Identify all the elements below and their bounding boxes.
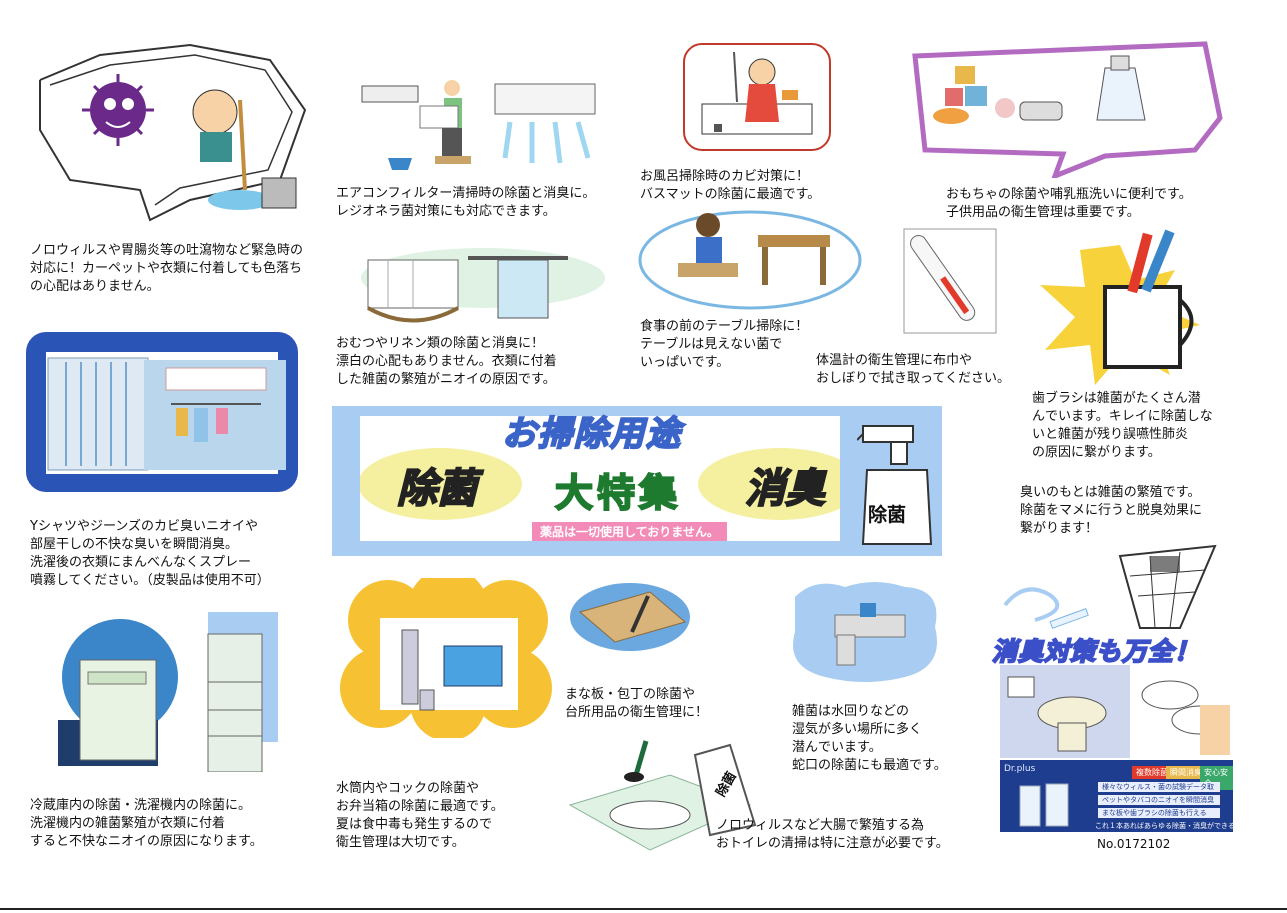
banner-title: お掃除用途 (501, 413, 682, 455)
product-tag-2: 瞬間消臭 (1166, 766, 1206, 779)
bath-illustration (682, 42, 832, 152)
caption-toothbrush: 歯ブラシは雑菌がたくさん潜 んでいます。キレイに除菌しな いと雑菌が残り誤嚥性肺… (1032, 391, 1213, 460)
caption-bottle: 水筒内やコックの除菌や お弁当箱の除菌に最適です。 夏は食中毒も発生するので 衛… (336, 781, 504, 850)
product-bottles-icon (1019, 783, 1069, 827)
banner-notice: 薬品は一切使用しておりません。 (532, 522, 727, 541)
caption-toys: おもちゃの除菌や哺乳瓶洗いに便利です。 子供用品の衛生管理は重要です。 (946, 187, 1192, 220)
caption-shirt: Yシャツやジーンズのカビ臭いニオイや 部屋干しの不快な臭いを瞬間消臭。 洗濯後の… (30, 519, 270, 588)
caption-odor: 臭いのもとは雑菌の繁殖です。 除菌をマメに行うと脱臭効果に 繋がります！ (1020, 485, 1203, 536)
shirt-laundry-illustration (26, 332, 298, 492)
banner-left-word: 除菌 (396, 465, 478, 513)
aircon-illustration (360, 78, 600, 178)
thermometer-illustration (900, 225, 1000, 340)
catalog-number: No.0172102 (1097, 837, 1171, 851)
table-wipe-illustration (638, 205, 863, 310)
toilet-shoes-illustration (1000, 665, 1237, 758)
product-bottom-text: これ１本あればあらゆる除菌・消臭ができる (1095, 822, 1235, 830)
product-feature-2: ペットやタバコのニオイを瞬間消臭 (1098, 795, 1220, 805)
caption-thermometer: 体温計の衛生管理に布巾や おしぼりで拭き取ってください。 (816, 353, 1010, 386)
caption-norovirus: ノロウィルスや胃腸炎等の吐瀉物など緊急時の 対応に！カーペットや衣類に付着しても… (30, 243, 304, 294)
product-brand: Dr.plus (1004, 764, 1036, 774)
caption-fridge: 冷蔵庫内の除菌・洗濯機内の除菌に。 洗濯機内の雑菌繁殖が衣類に付着 すると不快な… (30, 798, 263, 849)
toothbrush-illustration (1035, 225, 1205, 390)
fridge-washer-illustration (48, 612, 280, 772)
center-banner: 除菌 大特集 消臭 薬品は一切使用しておりません。 お掃除用途 除菌 (332, 406, 942, 556)
toys-illustration (905, 38, 1225, 178)
product-advertisement: Dr.plus 複数除菌 瞬間消臭 安心安全 様々なウィルス・菌の試験データ取得… (1000, 760, 1235, 832)
banner-right-word: 消臭 (744, 465, 826, 513)
caption-table: 食事の前のテーブル掃除に！ テーブルは見えない菌で いっぱいです。 (640, 319, 809, 370)
cutting-board-illustration (570, 572, 690, 652)
trash-basket-illustration (1110, 536, 1225, 631)
bottle-lunchbox-illustration (340, 578, 555, 738)
caption-diaper: おむつやリネン類の除菌と消臭に！ 漂白の心配もありません。衣類に付着 した雑菌の… (336, 336, 557, 387)
deodorize-slogan: 消臭対策も万全！ (991, 636, 1201, 667)
bottom-divider (0, 908, 1287, 910)
banner-ovals (360, 448, 840, 520)
banner-center-word: 大特集 (554, 470, 682, 516)
product-feature-3: まな板や歯ブラシの除菌も行える (1098, 808, 1220, 818)
caption-bath: お風呂掃除時のカビ対策に！ バスマットの除菌に最適です。 (640, 169, 821, 202)
diaper-linen-illustration (358, 238, 608, 333)
caption-toilet: ノロウィルスなど大腸で繁殖する為 おトイレの清掃は特に注意が必要です。 (716, 818, 949, 851)
spray-bottle-icon (857, 425, 933, 545)
caption-aircon: エアコンフィルター清掃時の除菌と消臭に。 レジオネラ菌対策にも対応できます。 (336, 186, 596, 219)
caption-cutting-board: まな板・包丁の除菌や 台所用品の衛生管理に！ (565, 687, 709, 720)
faucet-illustration (785, 577, 947, 687)
smoke-cigarette-illustration (995, 575, 1090, 635)
toilet-cleaning-illustration (560, 735, 760, 855)
caption-faucet: 雑菌は水回りなどの 湿気が多い場所に多く 潜んでいます。 蛇口の除菌にも最適です… (792, 704, 947, 773)
banner-inner-panel: 除菌 大特集 消臭 薬品は一切使用しておりません。 (360, 416, 840, 541)
product-feature-1: 様々なウィルス・菌の試験データ取得 (1098, 782, 1220, 792)
product-tag-1: 複数除菌 (1132, 766, 1172, 779)
norovirus-illustration (30, 40, 310, 225)
spray-bottle-label: 除菌 (868, 504, 907, 526)
